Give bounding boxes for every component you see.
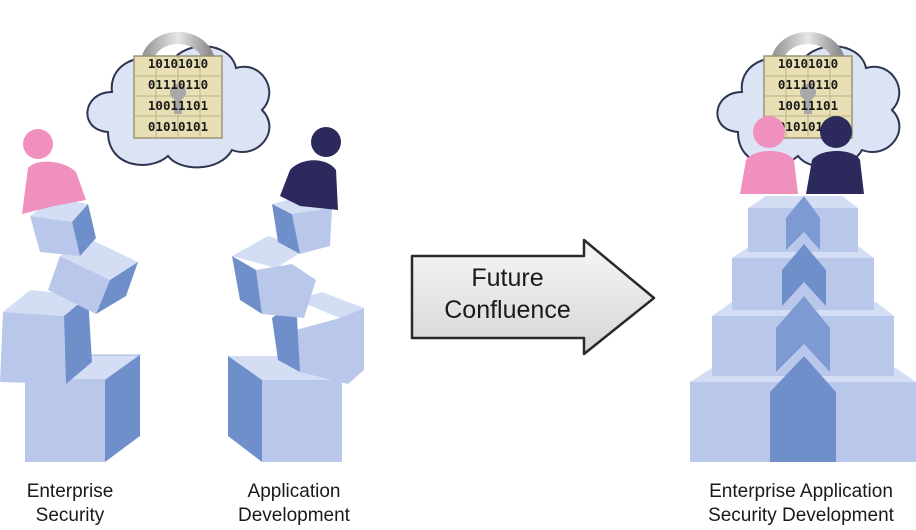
future-confluence-arrow xyxy=(410,238,656,356)
arrow-label-line2: Confluence xyxy=(444,296,571,324)
binary-line: 01110110 xyxy=(778,77,838,92)
binary-line: 10011101 xyxy=(778,98,838,113)
caption-line: Security Development xyxy=(708,505,894,526)
block-pyramid-right xyxy=(690,196,916,462)
person-left xyxy=(22,129,86,214)
binary-line: 10011101 xyxy=(148,98,208,113)
arrow-label-line1: Future xyxy=(471,264,544,292)
binary-line: 10101010 xyxy=(148,56,208,71)
caption-enterprise-application-security-development: Enterprise Application Security Developm… xyxy=(686,480,916,528)
binary-line: 10101010 xyxy=(778,56,838,71)
person-right-pink xyxy=(740,116,798,194)
caption-line: Enterprise xyxy=(26,481,114,502)
block-tower-middle xyxy=(228,196,364,462)
caption-line: Development xyxy=(238,505,350,526)
lock-icon: 10101010 01110110 10011101 01010101 xyxy=(133,32,223,139)
arrow-label: Future Confluence xyxy=(420,262,595,326)
caption-line: Enterprise Application xyxy=(709,481,893,502)
person-right-navy xyxy=(806,116,864,194)
caption-application-development: Application Development xyxy=(214,480,374,528)
caption-enterprise-security: Enterprise Security xyxy=(0,480,140,528)
caption-line: Security xyxy=(35,505,105,526)
binary-line: 01110110 xyxy=(148,77,208,92)
person-middle xyxy=(280,127,341,210)
caption-line: Application xyxy=(247,481,341,502)
block-tower-left xyxy=(0,198,142,462)
binary-line: 01010101 xyxy=(148,119,208,134)
